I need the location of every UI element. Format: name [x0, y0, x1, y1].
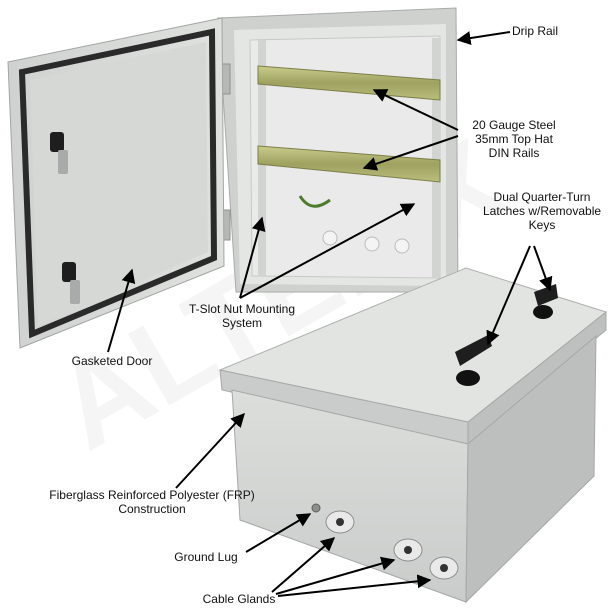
- label-tslot-line2: System: [221, 316, 262, 330]
- arrow-latch-front: [486, 245, 531, 346]
- label-din-rails-line2: 35mm Top Hat: [475, 132, 553, 146]
- label-latches: Dual Quarter-Turn Latches w/Removable Ke…: [478, 190, 606, 232]
- ground-lug: [311, 503, 321, 513]
- label-latches-line1: Dual Quarter-Turn: [493, 190, 591, 204]
- label-latches-line3: Keys: [528, 218, 556, 232]
- label-frp-line1: Fiberglass Reinforced Polyester (FRP): [49, 488, 255, 502]
- label-din-rails-line1: 20 Gauge Steel: [472, 118, 556, 132]
- arrow-gland-1: [271, 537, 336, 593]
- din-rail-lower: [257, 145, 441, 183]
- label-ground-lug: Ground Lug: [174, 550, 238, 564]
- label-latches-line2: Latches w/Removable: [482, 204, 602, 218]
- arrow-drip-rail: [456, 31, 511, 46]
- closed-enclosure: [218, 267, 608, 604]
- arrow-tslot-right: [239, 203, 416, 299]
- label-tslot: T-Slot Nut Mounting System: [178, 302, 306, 330]
- arrow-ground-lug: [245, 513, 312, 553]
- arrow-gland-2: [275, 556, 396, 595]
- label-drip-rail: Drip Rail: [512, 24, 559, 38]
- label-frp-line2: Construction: [118, 502, 186, 516]
- arrow-tslot-left: [239, 216, 266, 299]
- label-gasketed-door: Gasketed Door: [71, 354, 153, 368]
- callout-arrows: [107, 31, 553, 597]
- arrow-din-rail-upper: [372, 89, 459, 131]
- cable-gland-1: [325, 510, 355, 534]
- label-tslot-line1: T-Slot Nut Mounting: [188, 302, 296, 316]
- open-enclosure: [7, 7, 459, 349]
- arrow-frp: [175, 412, 245, 489]
- arrow-gland-3: [277, 574, 432, 597]
- label-cable-glands: Cable Glands: [202, 592, 276, 606]
- cable-gland-3: [429, 556, 459, 580]
- label-din-rails-line3: DIN Rails: [488, 146, 540, 160]
- label-frp: Fiberglass Reinforced Polyester (FRP) Co…: [34, 488, 270, 516]
- arrow-gasketed-door: [107, 268, 136, 353]
- quarter-turn-latch-front: [455, 335, 492, 386]
- cable-gland-2: [393, 538, 423, 562]
- arrow-latch-rear: [533, 245, 553, 292]
- din-rail-upper: [257, 65, 441, 101]
- arrow-din-rail-lower: [362, 135, 459, 171]
- gasketed-door: [7, 17, 225, 349]
- label-din-rails: 20 Gauge Steel 35mm Top Hat DIN Rails: [456, 118, 572, 160]
